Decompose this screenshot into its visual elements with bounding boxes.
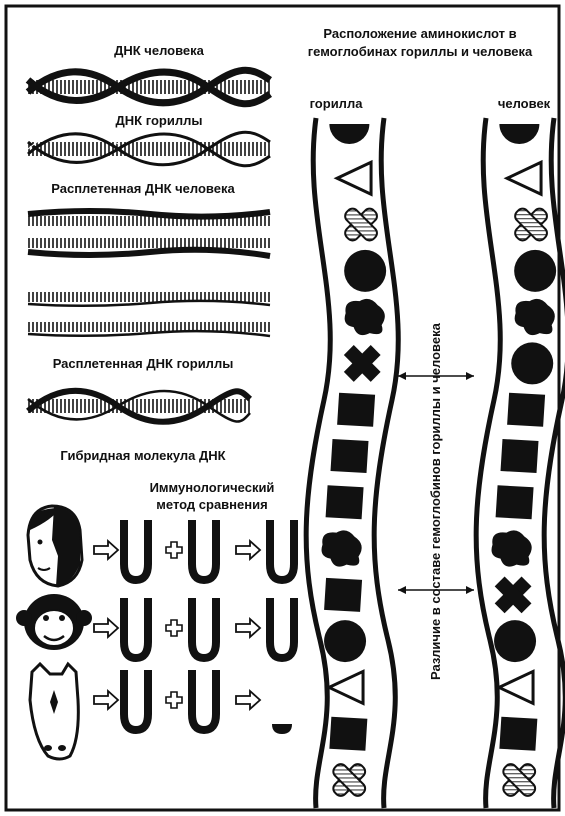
triangle-icon [329, 671, 363, 703]
square-icon [499, 717, 537, 751]
immuno-reaction-rows [94, 520, 294, 734]
horse-head-icon [30, 664, 78, 759]
right-arrow-icon [94, 619, 118, 637]
immuno-title-line1: Иммунологический [150, 480, 275, 495]
right-arrow-icon [236, 541, 260, 559]
test-tube-icon [124, 670, 148, 730]
square-icon [324, 578, 362, 612]
cross-icon [344, 345, 381, 382]
plus-icon [166, 692, 182, 708]
hybrid-dna-helix [28, 391, 250, 422]
gorilla-chain-label: горилла [310, 96, 364, 111]
half-circle-icon [329, 124, 369, 144]
square-icon [507, 393, 545, 427]
gorilla-dna-helix [28, 129, 270, 166]
test-tube-icon [192, 598, 216, 658]
square-icon [331, 439, 369, 473]
test-tube-icon [192, 670, 216, 730]
hatched-cross-icon [331, 762, 368, 799]
hatched-cross-icon [343, 206, 380, 243]
test-tube-icon [270, 520, 294, 580]
right-arrow-icon [236, 691, 260, 709]
hatched-cross-icon [501, 762, 538, 799]
unwound-human-strands [28, 211, 270, 256]
triangle-icon [337, 162, 371, 194]
chimp-face-icon [16, 594, 92, 650]
hemoglobin-title-line2: гемоглобинах гориллы и человека [308, 44, 533, 59]
circle-icon [511, 342, 553, 384]
triangle-icon [499, 671, 533, 703]
circle-icon [324, 620, 366, 662]
circle-icon [514, 250, 556, 292]
human-face-icon [28, 506, 82, 586]
right-arrow-icon [236, 619, 260, 637]
difference-label: Различие в составе гемоглобинов гориллы … [428, 322, 443, 680]
test-tube-icon [124, 520, 148, 580]
cross-icon [495, 576, 532, 613]
unwound-gorilla-label: Расплетенная ДНК гориллы [53, 356, 234, 371]
gorilla-dna-label: ДНК гориллы [116, 113, 203, 128]
unwound-gorilla-strands [28, 292, 270, 336]
test-tube-icon [270, 598, 294, 658]
circle-icon [494, 620, 536, 662]
square-icon [337, 393, 375, 427]
right-arrow-icon [94, 541, 118, 559]
human-amino-acid-chain [492, 124, 557, 798]
hemoglobin-title-line1: Расположение аминокислот в [323, 26, 516, 41]
unwound-human-label: Расплетенная ДНК человека [51, 181, 235, 196]
half-circle-icon [499, 124, 539, 144]
blob-icon [322, 530, 362, 566]
right-arrow-icon [94, 691, 118, 709]
test-tube-icon [124, 598, 148, 658]
tube-residue-icon [272, 724, 292, 734]
gorilla-amino-acid-chain [322, 124, 387, 798]
plus-icon [166, 620, 182, 636]
blob-icon [492, 530, 532, 566]
human-chain-label: человек [498, 96, 551, 111]
square-icon [501, 439, 539, 473]
immuno-title-line2: метод сравнения [156, 497, 267, 512]
hatched-cross-icon [513, 206, 550, 243]
triangle-icon [507, 162, 541, 194]
blob-icon [515, 299, 555, 335]
human-dna-label: ДНК человека [114, 43, 205, 58]
human-dna-helix [28, 70, 270, 104]
square-icon [329, 717, 367, 751]
blob-icon [345, 299, 385, 335]
plus-icon [166, 542, 182, 558]
test-tube-icon [192, 520, 216, 580]
hybrid-dna-label: Гибридная молекула ДНК [60, 448, 225, 463]
square-icon [496, 485, 534, 519]
square-icon [326, 485, 364, 519]
circle-icon [344, 250, 386, 292]
